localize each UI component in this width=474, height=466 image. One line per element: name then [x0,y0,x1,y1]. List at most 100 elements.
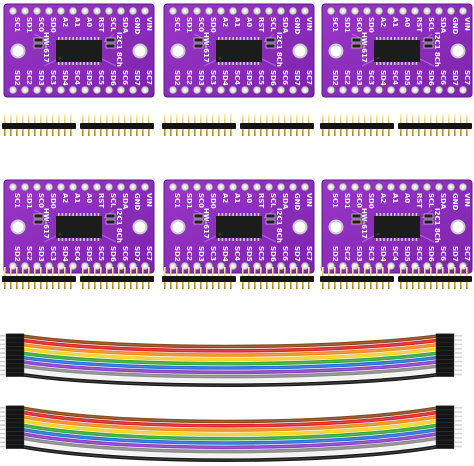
pin-label-bottom: SD3 [197,70,205,86]
smd-resistor [193,219,204,225]
dupont-connector [435,444,455,449]
pin-label-top: SC0 [197,17,205,32]
board-text: I2C1 8Ch [275,208,283,243]
smd-resistor [423,37,434,43]
model-label: HW-617 [202,32,210,63]
model-label: HW-617 [360,208,368,239]
pin-header-strip [80,114,154,136]
jumper-cable [0,405,462,462]
dupont-connector [5,405,25,411]
pin-label-top: SD1 [25,193,33,209]
wire [20,440,440,458]
dupont-connector [435,333,455,339]
pin-label-bottom: SD3 [37,246,45,262]
pin-label-bottom: SD5 [245,70,253,86]
pin-label-top: A0 [403,17,411,27]
pin-label-top: VIN [305,17,313,31]
pin-label-bottom: SD6 [269,246,277,262]
pin-label-bottom: SC7 [305,70,313,85]
pin-label-bottom: SC4 [233,246,241,261]
smd-resistor [105,37,116,43]
pin-label-bottom: SD7 [293,70,301,86]
pin-label-top: A1 [391,193,399,203]
dupont-connector [5,444,25,449]
dupont-connector [435,372,455,377]
pin-label-top: A0 [245,193,253,203]
mounting-hole [328,219,344,235]
pin-label-bottom: SD6 [109,246,117,262]
smd-resistor [423,213,434,219]
pin-label-top: A0 [403,193,411,203]
pin-label-bottom: SD3 [37,70,45,86]
pin-label-bottom: SC5 [257,246,265,261]
pin-label-top: SC1 [173,17,181,32]
pin-header-strip [162,267,236,289]
pin-label-top: SDA [439,17,447,34]
pin-label-top: SDA [439,193,447,210]
pin-label-top: A1 [73,193,81,203]
pin-label-top: SD1 [25,17,33,33]
pin-label-bottom: SD7 [451,70,459,86]
pin-label-bottom: SC6 [121,246,129,261]
dupont-connector [435,409,455,415]
pin-label-top: A2 [221,193,229,203]
pin-label-top: SC1 [13,193,21,208]
pin-label-top: SD1 [185,193,193,209]
pin-label-bottom: SD5 [85,70,93,86]
pin-label-top: A2 [221,17,229,27]
smd-resistor [351,43,362,49]
smd-resistor [193,213,204,219]
pin-label-bottom: SD2 [331,70,339,86]
pin-label-bottom: SD2 [173,246,181,262]
mounting-hole [328,43,344,59]
dupont-connector [5,355,25,360]
wire [20,436,440,454]
pin-label-top: SDA [121,17,129,34]
dupont-connector [5,431,25,436]
pin-label-top: SD0 [209,17,217,33]
pin-label-top: SC1 [331,17,339,32]
pin-label-bottom: SD4 [61,246,69,262]
mux-chip [374,37,420,65]
pin-label-bottom: SC7 [145,246,153,261]
mounting-hole [170,219,186,235]
pin-label-bottom: SD6 [109,70,117,86]
smd-resistor [105,219,116,225]
pin-label-bottom: SC4 [391,70,399,85]
pin-label-bottom: SD7 [133,70,141,86]
jumper-cable [0,333,462,387]
pin-label-bottom: SC4 [73,246,81,261]
pin-label-top: A1 [391,17,399,27]
pin-label-bottom: SD4 [61,70,69,86]
pin-label-top: RST [97,17,105,32]
dupont-connector [5,359,25,364]
pin-header-strip [398,267,472,289]
mux-chip [374,213,420,241]
dupont-connector [5,337,25,343]
wire [20,338,440,353]
model-label: HW-617 [360,32,368,63]
pin-label-top: SCL [109,193,117,208]
pin-label-top: A0 [85,193,93,203]
mounting-hole [292,219,308,235]
pin-label-top: VIN [305,193,313,207]
pin-label-bottom: SC7 [463,246,471,261]
wire [20,410,440,428]
pin-label-top: SC0 [197,193,205,208]
smd-resistor [33,213,44,219]
dupont-connector [5,342,25,347]
pin-label-top: A1 [233,193,241,203]
jumper-cables [0,333,462,462]
smd-resistor [265,43,276,49]
smd-resistor [351,219,362,225]
dupont-connector [5,414,25,419]
dupont-connector [5,439,25,445]
pin-label-bottom: SD5 [85,246,93,262]
pin-label-top: RST [257,17,265,32]
pin-label-bottom: SD7 [133,246,141,262]
dupont-connector [435,414,455,419]
smd-resistor [351,37,362,43]
pin-label-bottom: SD5 [403,70,411,86]
